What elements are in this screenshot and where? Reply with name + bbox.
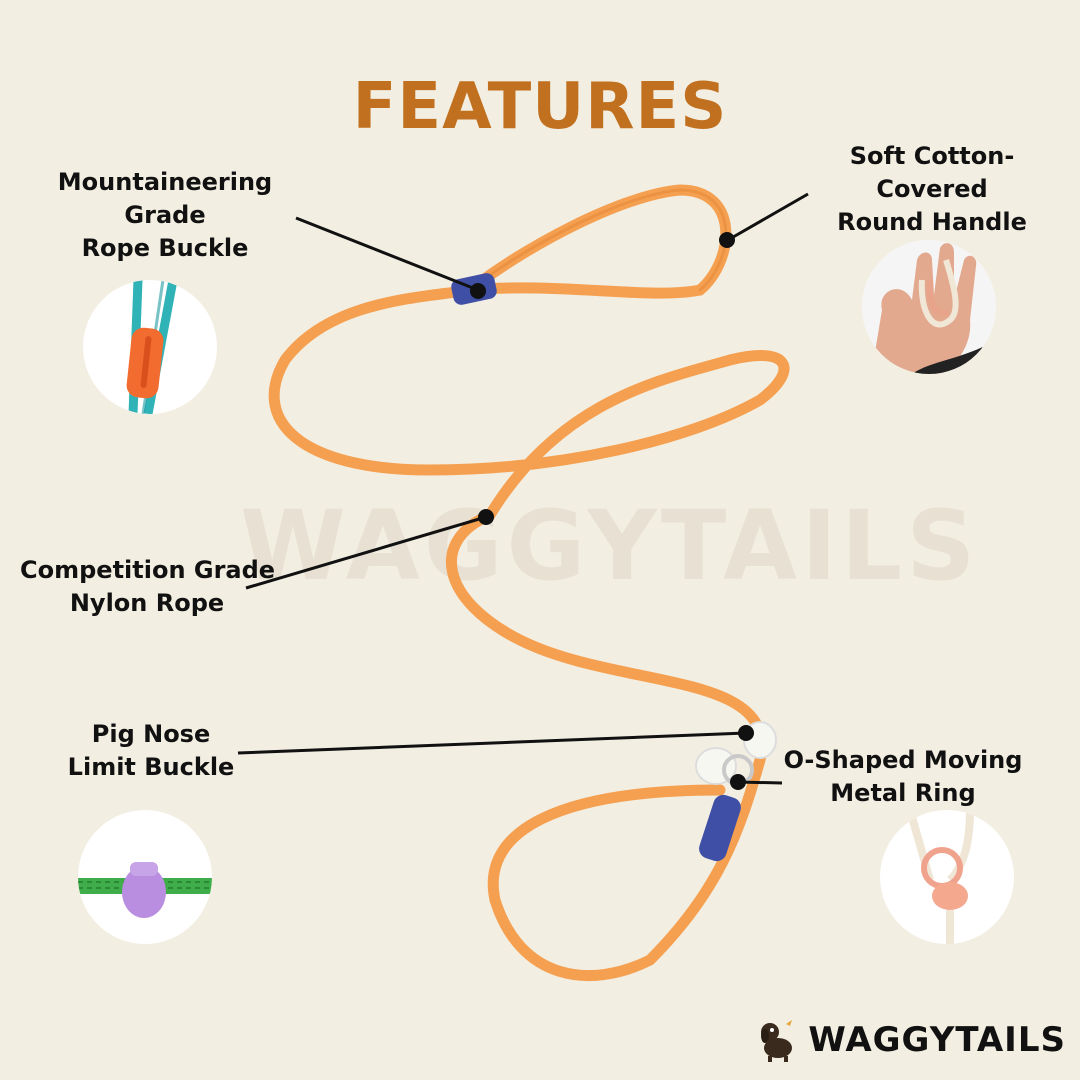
feature-label-nylon-rope: Competition Grade Nylon Rope — [20, 556, 276, 617]
feature-label-round-handle: Soft Cotton- Covered Round Handle — [837, 142, 1027, 236]
metal-ring-photo — [880, 810, 1014, 944]
leash-rope — [268, 184, 790, 982]
rope-buckle-photo — [83, 280, 217, 414]
brand-watermark: WAGGYTAILS — [240, 490, 980, 602]
limit-buckle-photo — [78, 810, 212, 944]
leash-rope-shadow — [468, 188, 728, 292]
limit-buckle-photo-image — [78, 862, 212, 918]
round-handle-photo-image — [862, 240, 996, 374]
pointer-dot — [478, 509, 494, 525]
pointer-dot — [470, 283, 486, 299]
page-title: FEATURES — [352, 70, 728, 144]
sleeve-shape — [699, 794, 741, 862]
pointer-line — [295, 216, 479, 292]
round-handle-photo — [862, 240, 996, 374]
feature-label-limit-buckle: Pig Nose Limit Buckle — [67, 720, 235, 781]
dachshund-logo-icon — [761, 1020, 793, 1062]
metal-ring-photo-image — [906, 810, 974, 944]
rope-buckle-photo-image — [126, 280, 178, 414]
feature-label-metal-ring: O-Shaped Moving Metal Ring — [783, 746, 1023, 807]
brand-name: WAGGYTAILS — [808, 1020, 1066, 1060]
pointer-dot — [738, 725, 754, 741]
pointer-line — [237, 731, 747, 755]
brand-logo: WAGGYTAILS — [756, 1018, 1066, 1062]
limit-buckle-shape — [695, 747, 737, 785]
pointer-dot — [730, 774, 746, 790]
pointer-line — [727, 192, 809, 242]
pointer-dot — [719, 232, 735, 248]
feature-label-rope-buckle: Mountaineering Grade Rope Buckle — [57, 168, 273, 262]
pointer-line — [245, 515, 487, 590]
